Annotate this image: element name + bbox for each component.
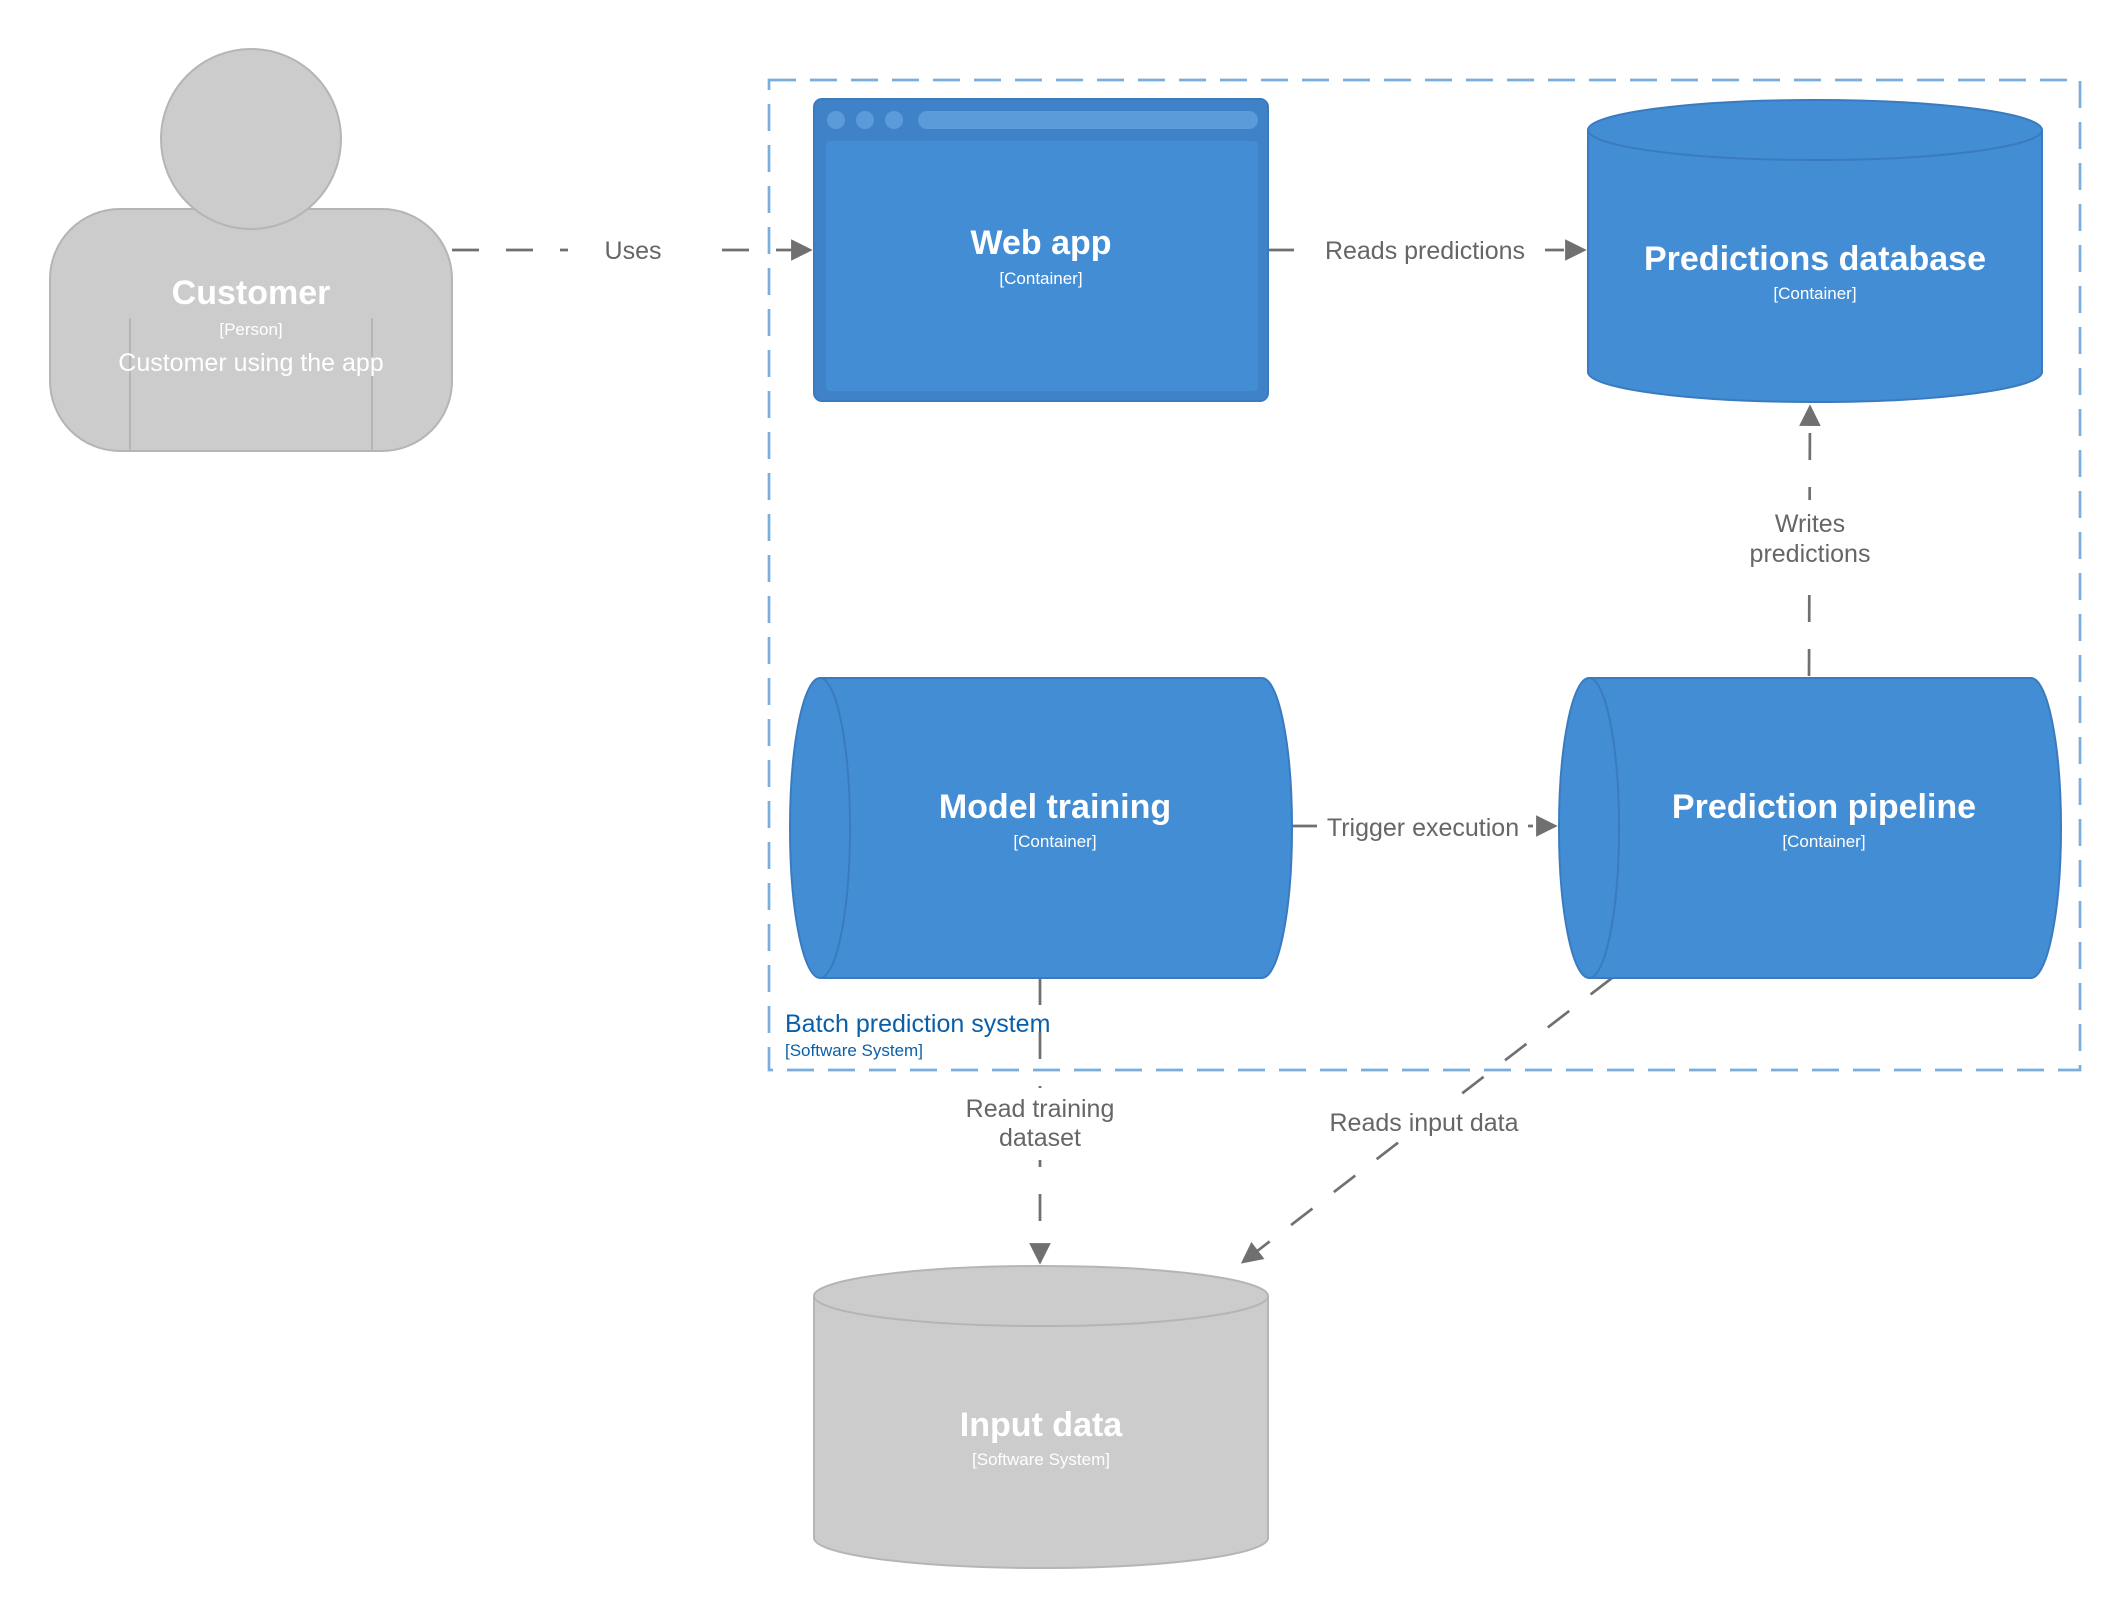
customer-description: Customer using the app bbox=[118, 349, 383, 377]
model-training-title: Model training bbox=[939, 788, 1171, 826]
edge-writes-predictions-label-line2: predictions bbox=[1750, 540, 1871, 568]
node-input-data[interactable]: Input data [Software System] bbox=[813, 1265, 1269, 1569]
edge-uses-label: Uses bbox=[605, 237, 662, 265]
edge-writes-predictions[interactable]: Writes predictions bbox=[1735, 404, 1885, 677]
node-customer[interactable]: Customer [Person] Customer using the app bbox=[49, 48, 453, 452]
node-predictions-database[interactable]: Predictions database [Container] bbox=[1587, 99, 2043, 403]
edge-trigger-execution-label: Trigger execution bbox=[1327, 814, 1519, 842]
predictions-database-title: Predictions database bbox=[1644, 240, 1986, 278]
queue-cylinder-body bbox=[1558, 677, 2062, 979]
node-prediction-pipeline[interactable]: Prediction pipeline [Container] bbox=[1558, 677, 2062, 979]
node-web-app[interactable]: Web app [Container] bbox=[813, 98, 1269, 402]
edge-read-training-dataset[interactable]: Read training dataset bbox=[950, 978, 1130, 1265]
edge-reads-input-data[interactable]: Reads input data bbox=[1240, 976, 1613, 1264]
edge-reads-predictions[interactable]: Reads predictions bbox=[1267, 232, 1587, 268]
browser-viewport bbox=[826, 141, 1258, 391]
db-cylinder-rim bbox=[813, 1295, 1269, 1327]
boundary-batch-prediction-system[interactable]: Batch prediction system [Software System… bbox=[767, 78, 2082, 1072]
web-app-technology: [Container] bbox=[999, 269, 1082, 288]
boundary-title: Batch prediction system bbox=[785, 1010, 1050, 1038]
customer-technology: [Person] bbox=[219, 320, 282, 339]
input-data-title: Input data bbox=[960, 1406, 1124, 1444]
prediction-pipeline-technology: [Container] bbox=[1782, 832, 1865, 851]
edge-trigger-execution[interactable]: Trigger execution bbox=[1290, 808, 1558, 844]
db-cylinder-rim bbox=[1587, 129, 2043, 161]
queue-cylinder-rim bbox=[1588, 677, 1620, 979]
edge-read-training-dataset-label-line1: Read training bbox=[966, 1095, 1115, 1123]
web-app-title: Web app bbox=[970, 224, 1111, 262]
browser-dot-icon bbox=[856, 111, 874, 129]
browser-dot-icon bbox=[827, 111, 845, 129]
predictions-database-technology: [Container] bbox=[1773, 284, 1856, 303]
prediction-pipeline-title: Prediction pipeline bbox=[1672, 788, 1976, 826]
person-head bbox=[160, 48, 342, 230]
edge-reads-input-data-label: Reads input data bbox=[1329, 1109, 1518, 1137]
edge-writes-predictions-label-line1: Writes bbox=[1775, 510, 1845, 538]
edge-read-training-dataset-label-line2: dataset bbox=[999, 1124, 1081, 1152]
browser-address-bar bbox=[918, 111, 1258, 129]
browser-dot-icon bbox=[885, 111, 903, 129]
queue-cylinder-rim bbox=[819, 677, 851, 979]
edge-uses[interactable]: Uses bbox=[452, 232, 813, 268]
boundary-technology: [Software System] bbox=[785, 1041, 923, 1060]
edge-reads-predictions-label: Reads predictions bbox=[1325, 237, 1525, 265]
db-cylinder-body bbox=[1587, 99, 2043, 403]
customer-title: Customer bbox=[172, 274, 331, 312]
db-cylinder-body bbox=[813, 1265, 1269, 1569]
queue-cylinder-body bbox=[789, 677, 1293, 979]
node-model-training[interactable]: Model training [Container] bbox=[789, 677, 1293, 979]
model-training-technology: [Container] bbox=[1013, 832, 1096, 851]
input-data-technology: [Software System] bbox=[972, 1450, 1110, 1469]
